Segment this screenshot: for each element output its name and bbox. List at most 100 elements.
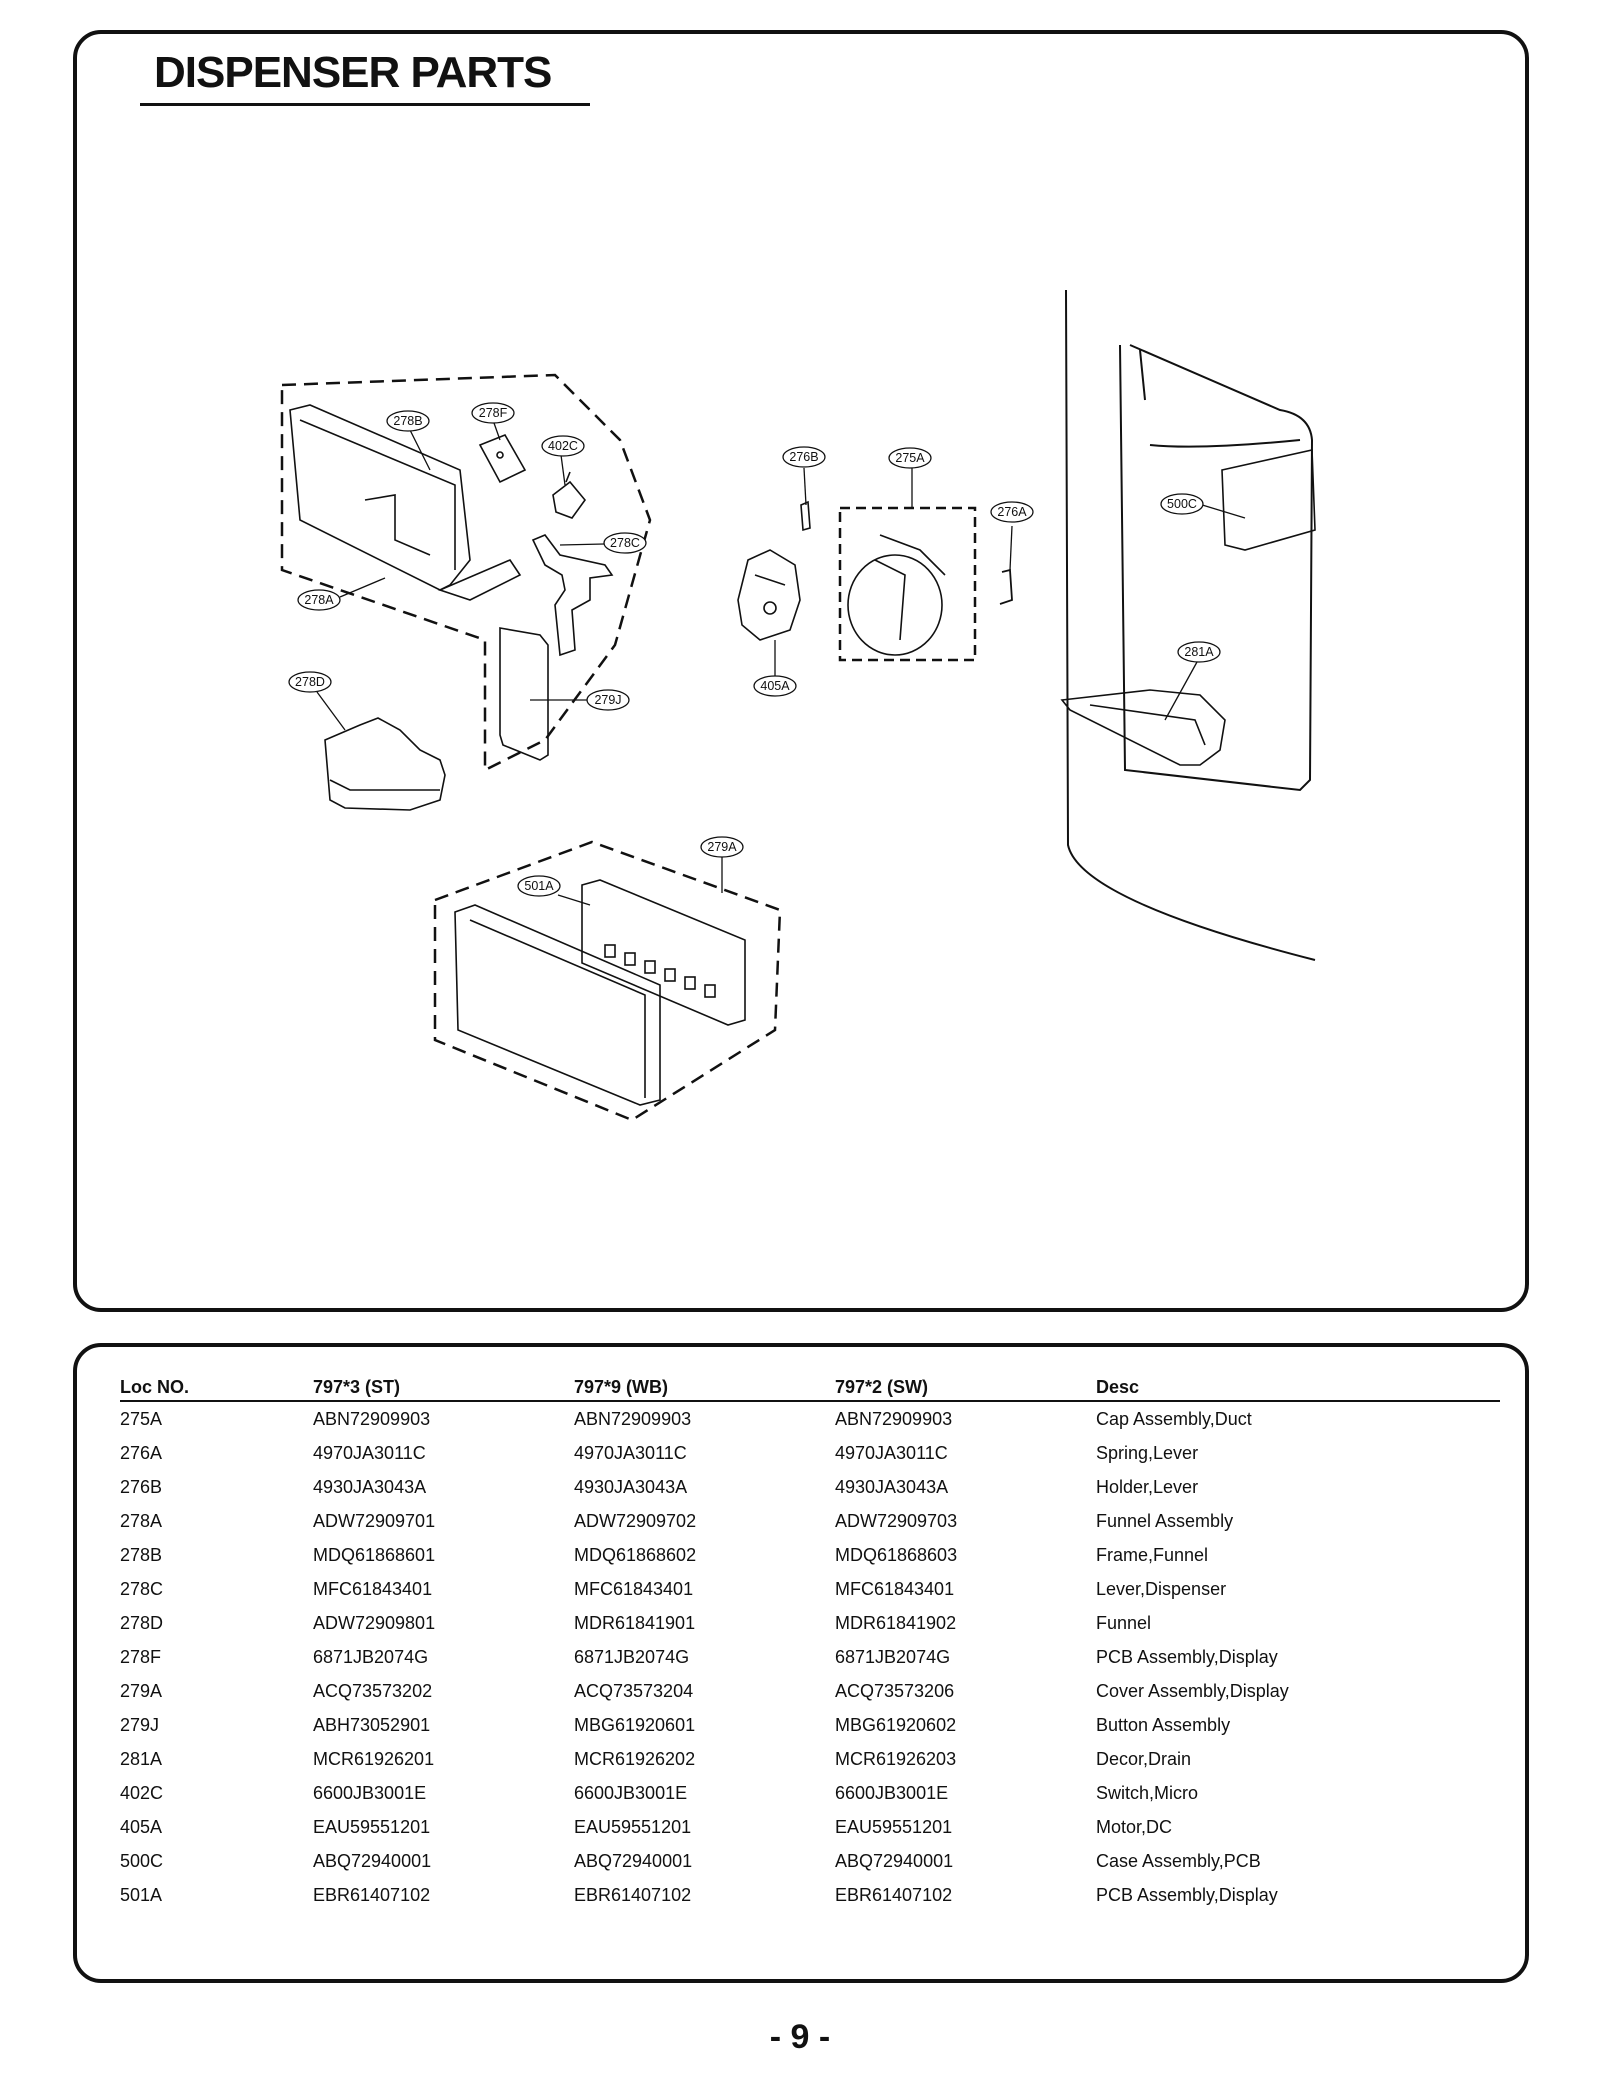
callout-275A-bubble xyxy=(888,447,932,469)
cell-797-2-sw: 4930JA3043A xyxy=(835,1476,949,1497)
page-number: - 9 - xyxy=(769,2018,831,2056)
callout-278D: 278D xyxy=(295,675,325,689)
callout-281A: 281A xyxy=(1184,645,1214,659)
cell-797-2-sw: ADW72909703 xyxy=(835,1510,958,1531)
dc-motor-part xyxy=(737,549,801,641)
cell-797-3-st: ABQ72940001 xyxy=(313,1850,432,1871)
cell-797-3-st: ADW72909701 xyxy=(313,1510,436,1531)
cell-797-2-sw: ABN72909903 xyxy=(835,1408,953,1429)
callout-279A: 279A xyxy=(707,840,737,854)
col-header-loc-no: Loc NO. xyxy=(120,1376,313,1402)
cell-797-2-sw: MDQ61868603 xyxy=(835,1544,958,1565)
cell-797-2-sw: MFC61843401 xyxy=(835,1578,955,1599)
cell-797-2-sw: ACQ73573206 xyxy=(835,1680,955,1701)
display-cover-group-boundary xyxy=(433,840,782,1122)
cell-797-9-wb: ABQ72940001 xyxy=(574,1850,693,1871)
table-header-row: Loc NO. 797*3 (ST) 797*9 (WB) 797*2 (SW)… xyxy=(120,1376,1500,1402)
cell-797-2-sw: 6871JB2074G xyxy=(835,1646,951,1667)
callout-278A: 278A xyxy=(304,593,334,607)
callout-405A-bubble xyxy=(753,675,797,697)
cell-desc: PCB Assembly,Display xyxy=(1096,1646,1278,1667)
drain-decor-part xyxy=(1060,689,1226,766)
lever-holder-part xyxy=(800,500,811,532)
col-header-797-3-st: 797*3 (ST) xyxy=(313,1376,574,1402)
cell-desc: Cap Assembly,Duct xyxy=(1096,1408,1252,1429)
cell-797-9-wb: ACQ73573204 xyxy=(574,1680,694,1701)
cell-loc-no: 279J xyxy=(120,1714,160,1735)
diagram-panel xyxy=(73,30,1529,1312)
cell-797-2-sw: 4970JA3011C xyxy=(835,1442,948,1463)
cell-desc: Cover Assembly,Display xyxy=(1096,1680,1289,1701)
callout-405A: 405A xyxy=(760,679,790,693)
callout-402C-bubble xyxy=(541,435,585,457)
exploded-parts-diagram: 278B 278F 402C 278C 278A 278D 279J 276B … xyxy=(280,289,1316,1122)
callout-276A-bubble xyxy=(990,501,1034,523)
cell-desc: Case Assembly,PCB xyxy=(1096,1850,1261,1871)
display-cover-part xyxy=(454,904,661,1106)
callout-279A-bubble xyxy=(700,836,744,858)
cell-797-9-wb: ADW72909702 xyxy=(574,1510,697,1531)
cell-797-2-sw: MCR61926203 xyxy=(835,1748,957,1769)
cell-loc-no: 275A xyxy=(120,1408,163,1429)
callout-278A-bubble xyxy=(297,589,341,611)
callout-276B: 276B xyxy=(789,450,818,464)
cell-797-9-wb: MBG61920601 xyxy=(574,1714,696,1735)
callout-278F-bubble xyxy=(471,402,515,424)
cell-797-9-wb: 6600JB3001E xyxy=(574,1782,688,1803)
frame-funnel-part xyxy=(289,404,522,601)
cell-797-9-wb: EAU59551201 xyxy=(574,1816,692,1837)
cell-797-9-wb: 4970JA3011C xyxy=(574,1442,687,1463)
cell-797-2-sw: MDR61841902 xyxy=(835,1612,957,1633)
cell-797-2-sw: EAU59551201 xyxy=(835,1816,953,1837)
micro-switch-part xyxy=(552,471,587,519)
parts-table: Loc NO. 797*3 (ST) 797*9 (WB) 797*2 (SW)… xyxy=(120,1376,1500,1912)
callout-276A: 276A xyxy=(997,505,1027,519)
cell-desc: Switch,Micro xyxy=(1096,1782,1199,1803)
funnel-group-boundary xyxy=(280,373,652,773)
callout-278B-bubble xyxy=(386,410,430,432)
cell-797-9-wb: EBR61407102 xyxy=(574,1884,692,1905)
cell-797-3-st: 6871JB2074G xyxy=(313,1646,429,1667)
display-pcb-part xyxy=(581,879,746,1026)
page-title: DISPENSER PARTS xyxy=(154,48,552,97)
cell-797-3-st: ABH73052901 xyxy=(313,1714,431,1735)
col-header-797-2-sw: 797*2 (SW) xyxy=(835,1376,1096,1402)
col-header-desc: Desc xyxy=(1096,1376,1500,1402)
cell-797-9-wb: MDQ61868602 xyxy=(574,1544,697,1565)
door-outline xyxy=(1065,289,1316,961)
cell-797-9-wb: ABN72909903 xyxy=(574,1408,692,1429)
callout-278B: 278B xyxy=(393,414,422,428)
cell-loc-no: 281A xyxy=(120,1748,163,1769)
callout-279J: 279J xyxy=(594,693,621,707)
callout-276B-bubble xyxy=(782,446,826,468)
cell-797-3-st: MCR61926201 xyxy=(313,1748,435,1769)
cell-797-3-st: EBR61407102 xyxy=(313,1884,431,1905)
cell-desc: Holder,Lever xyxy=(1096,1476,1199,1497)
cell-loc-no: 276A xyxy=(120,1442,163,1463)
cell-797-9-wb: MCR61926202 xyxy=(574,1748,696,1769)
cell-desc: Funnel Assembly xyxy=(1096,1510,1234,1531)
cell-loc-no: 402C xyxy=(120,1782,164,1803)
cell-loc-no: 278B xyxy=(120,1544,163,1565)
cell-797-9-wb: MDR61841901 xyxy=(574,1612,696,1633)
cell-desc: Frame,Funnel xyxy=(1096,1544,1209,1565)
cell-797-3-st: MFC61843401 xyxy=(313,1578,433,1599)
callout-281A-bubble xyxy=(1177,641,1221,663)
duct-cap-group-boundary xyxy=(838,506,977,662)
callout-501A-bubble xyxy=(517,875,561,897)
callout-279J-bubble xyxy=(586,689,630,711)
cell-loc-no: 500C xyxy=(120,1850,164,1871)
cell-797-3-st: MDQ61868601 xyxy=(313,1544,436,1565)
callout-278F: 278F xyxy=(479,406,508,420)
